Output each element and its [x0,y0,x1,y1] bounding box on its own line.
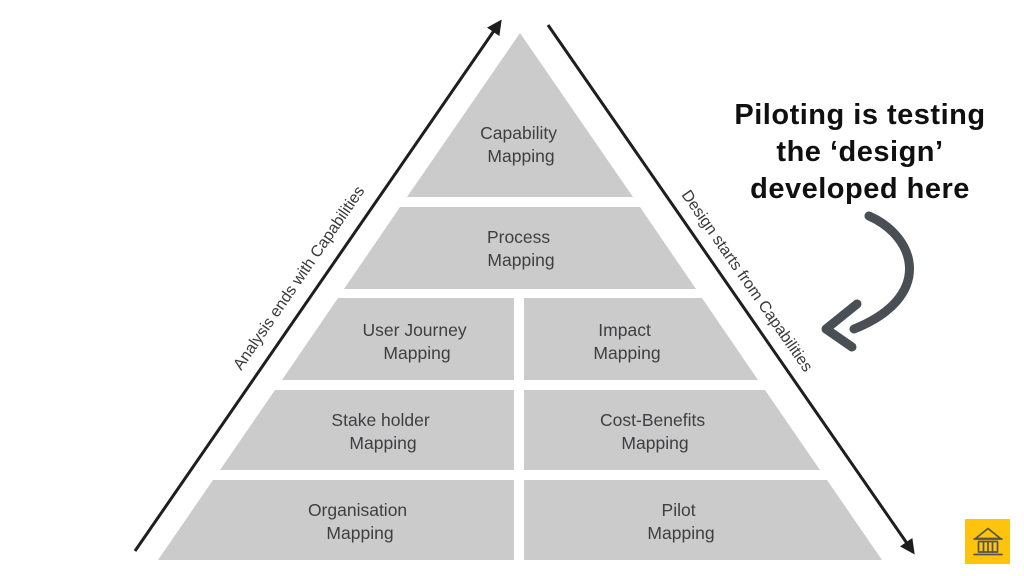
annotation-line-3: developed here [750,173,970,205]
pyramid-level-pilot [524,480,882,560]
label-cost-benefits-mapping: Cost-Benefits Mapping [600,410,710,453]
curved-annotation-arrow [821,211,914,352]
annotation-line-2: the ‘design’ [776,136,943,168]
pyramid-level-stake-holder [220,390,514,470]
design-axis-arrow [546,24,915,555]
pyramid-level-cost-benefits [524,390,820,470]
pyramid-level-impact [524,298,758,380]
bank-icon [973,527,1003,556]
analysis-axis-arrow [133,19,502,552]
pyramid-level-user-journey [282,298,514,380]
annotation-line-1: Piloting is testing [734,99,985,131]
logo-badge [965,519,1010,564]
pyramid-level-capability [407,33,633,197]
pyramid-level-organisation [158,480,514,560]
label-process-mapping: Process Mapping [487,227,555,270]
label-organisation-mapping: Organisation Mapping [308,500,412,543]
label-stake-holder-mapping: Stake holder Mapping [331,410,434,453]
label-capability-mapping: Capability Mapping [480,123,562,166]
pyramid-level-process [344,207,696,289]
label-user-journey-mapping: User Journey Mapping [363,320,472,363]
label-impact-mapping: Impact Mapping [593,320,660,363]
label-pilot-mapping: Pilot Mapping [647,500,714,543]
